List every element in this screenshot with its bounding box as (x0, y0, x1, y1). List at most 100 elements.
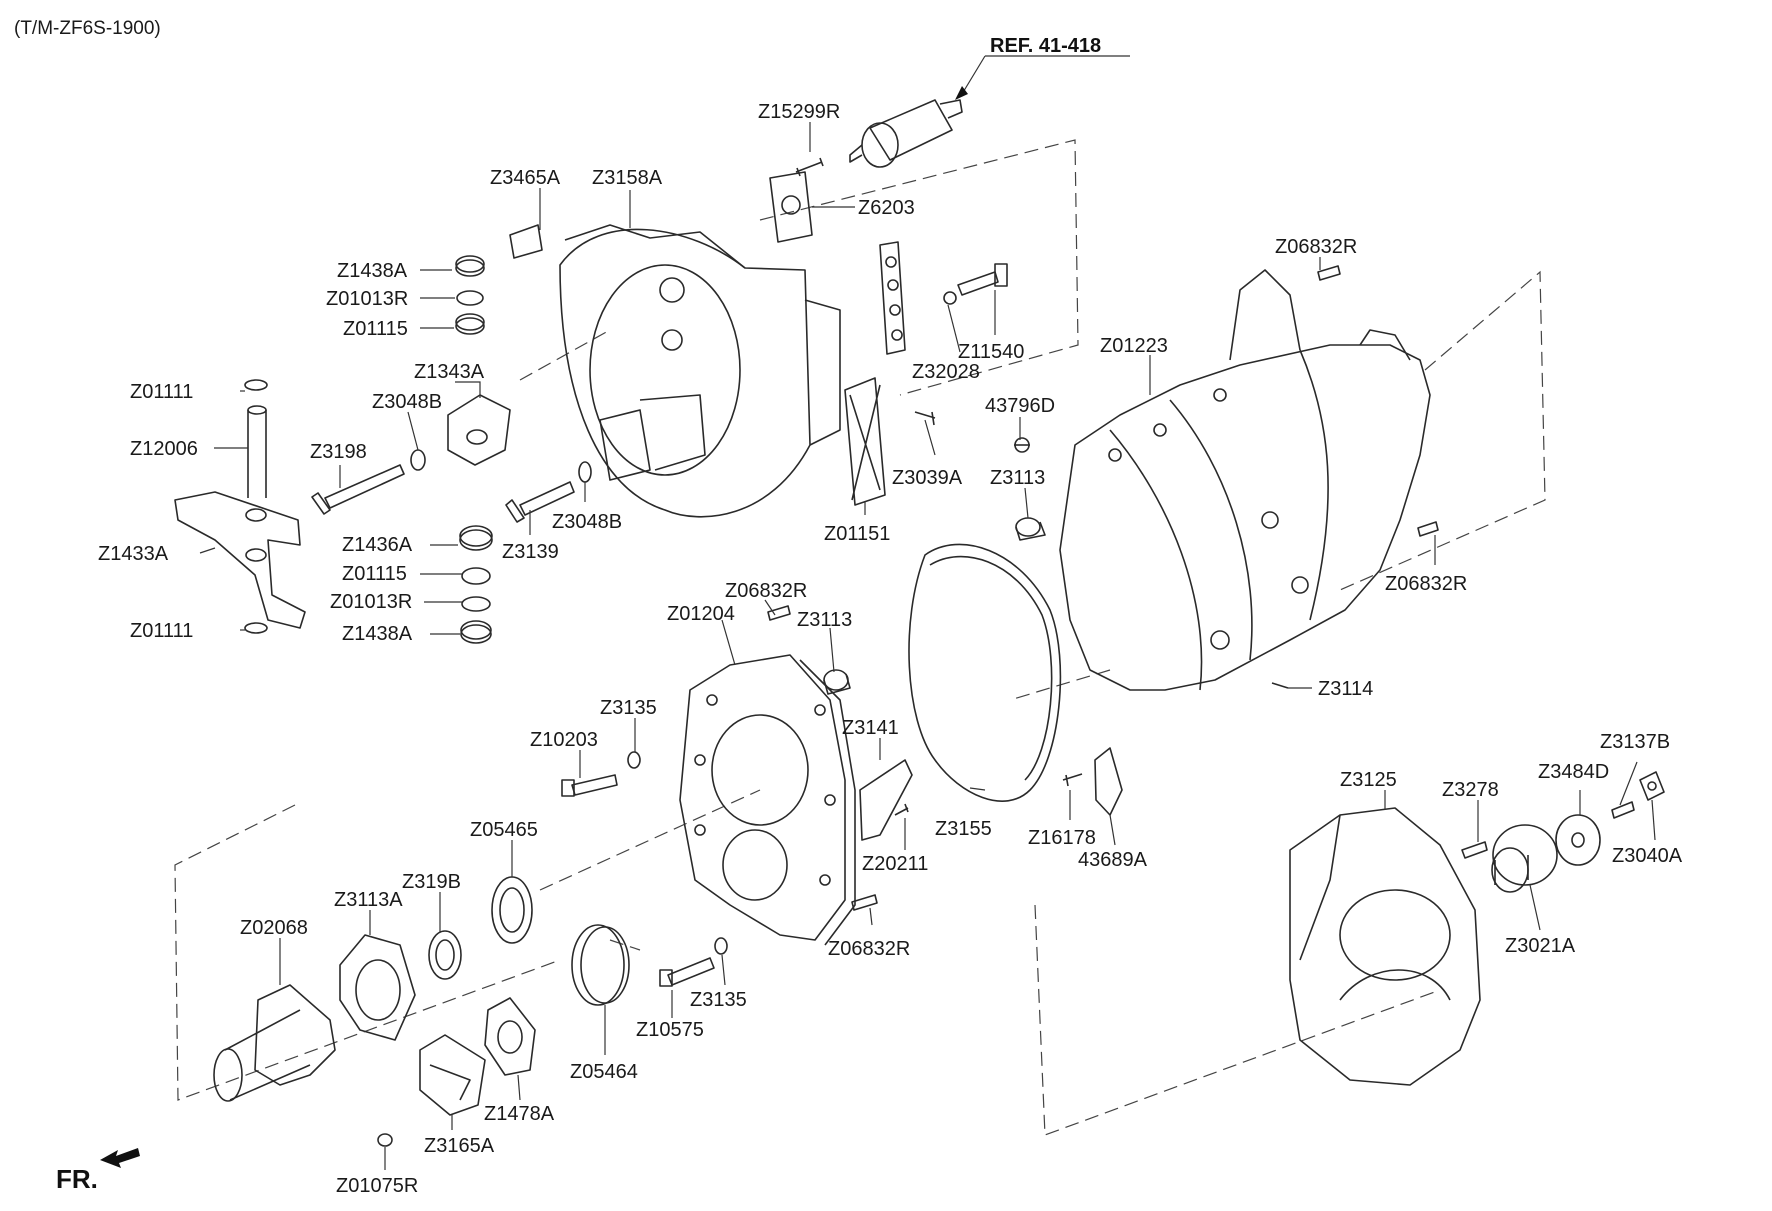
bolt-z3198[interactable] (311, 464, 405, 515)
callout-z15299r[interactable]: Z15299R (758, 101, 840, 123)
seal-z05465[interactable] (491, 876, 533, 944)
callout-z16178[interactable]: Z16178 (1028, 827, 1096, 849)
callout-z3139[interactable]: Z3139 (502, 541, 559, 563)
callout-z20211[interactable]: Z20211 (862, 853, 928, 875)
disc-z3484d[interactable] (1555, 814, 1601, 866)
bolt-z16178[interactable] (1062, 773, 1083, 787)
callout-43796d[interactable]: 43796D (985, 395, 1055, 417)
callout-z06832r-right[interactable]: Z06832R (1385, 573, 1467, 595)
plate-z3040a[interactable] (1639, 771, 1665, 801)
gasket-z1478a[interactable] (484, 997, 536, 1076)
callout-z3135-top[interactable]: Z3135 (600, 697, 657, 719)
callout-z3040a[interactable]: Z3040A (1612, 845, 1683, 867)
flange-z02068[interactable] (213, 984, 336, 1102)
reference-label[interactable]: REF. 41-418 (990, 35, 1101, 57)
callout-z3137b[interactable]: Z3137B (1600, 731, 1670, 753)
bolt-z10575[interactable] (659, 957, 715, 987)
callout-z3165a[interactable]: Z3165A (424, 1135, 495, 1157)
callout-z1438a-top[interactable]: Z1438A (337, 260, 408, 282)
callout-z3114[interactable]: Z3114 (1318, 678, 1373, 700)
callout-z01075r[interactable]: Z01075R (336, 1175, 418, 1197)
callout-z01111-top[interactable]: Z01111 (130, 381, 193, 403)
callout-z6203[interactable]: Z6203 (858, 197, 915, 219)
callout-z01115-top[interactable]: Z01115 (343, 318, 408, 340)
ring-z319b[interactable] (428, 930, 462, 980)
callout-z3113a[interactable]: Z3113A (334, 889, 403, 911)
callout-z3465a[interactable]: Z3465A (490, 167, 561, 189)
shift-fork-z1433a[interactable] (174, 491, 306, 629)
callout-z3278[interactable]: Z3278 (1442, 779, 1499, 801)
plug-43796d[interactable] (1014, 437, 1030, 453)
bolt-z10203[interactable] (561, 774, 618, 797)
callout-z3125[interactable]: Z3125 (1340, 769, 1397, 791)
small-bracket-z3465a[interactable] (509, 224, 543, 259)
callout-z3141[interactable]: Z3141 (842, 717, 899, 739)
callout-z01013r-top[interactable]: Z01013R (326, 288, 408, 310)
callout-z01013r-bottom[interactable]: Z01013R (330, 591, 412, 613)
callout-z02068[interactable]: Z02068 (240, 917, 308, 939)
clutch-housing[interactable] (559, 224, 841, 518)
callout-z01151[interactable]: Z01151 (824, 523, 890, 545)
callout-z3021a[interactable]: Z3021A (1505, 935, 1576, 957)
bush-z3113-mid[interactable] (823, 669, 851, 695)
rear-housing[interactable] (1289, 807, 1481, 1086)
screw-z3114[interactable] (1271, 682, 1289, 689)
bearing-stack-bottom[interactable] (459, 525, 493, 644)
bolt-z15299r[interactable] (795, 157, 824, 177)
flange-z3021a[interactable] (1491, 824, 1558, 893)
bolt-z20211[interactable] (894, 803, 909, 816)
callout-z10575[interactable]: Z10575 (636, 1019, 704, 1041)
bush-z3113-right[interactable] (1015, 517, 1046, 541)
bracket-z1343a[interactable] (447, 394, 511, 466)
pin-z12006[interactable] (244, 379, 268, 634)
callout-z01223[interactable]: Z01223 (1100, 335, 1168, 357)
callout-z3048b-left[interactable]: Z3048B (372, 391, 442, 413)
callout-43689a[interactable]: 43689A (1078, 849, 1148, 871)
callout-z1343a[interactable]: Z1343A (414, 361, 485, 383)
cover-z01151[interactable] (844, 377, 886, 506)
pin-z06832r-right[interactable] (1417, 521, 1439, 537)
bracket-z3141[interactable] (859, 759, 913, 841)
nut-z01075r[interactable] (377, 1133, 393, 1147)
callout-z319b[interactable]: Z319B (402, 871, 461, 893)
callout-z12006[interactable]: Z12006 (130, 438, 198, 460)
bolt-z11540[interactable] (943, 263, 1008, 305)
intermediate-housing[interactable] (679, 654, 856, 946)
gasket-strip[interactable] (879, 241, 906, 355)
bolt-z3137b[interactable] (1611, 801, 1635, 819)
callout-z3484d[interactable]: Z3484D (1538, 761, 1609, 783)
nut-z3135-bottom[interactable] (714, 937, 728, 955)
nut-z3135-top[interactable] (627, 751, 641, 769)
callout-z05465[interactable]: Z05465 (470, 819, 538, 841)
gasket-z3113a[interactable] (339, 934, 416, 1041)
callout-z06832r-top[interactable]: Z06832R (1275, 236, 1357, 258)
callout-z1436a[interactable]: Z1436A (342, 534, 413, 556)
bracket-43689a[interactable] (1094, 747, 1123, 816)
callout-z06832r-bottom[interactable]: Z06832R (828, 938, 910, 960)
gasket-z3155[interactable] (908, 543, 1062, 802)
callout-z05464[interactable]: Z05464 (570, 1061, 638, 1083)
callout-z10203[interactable]: Z10203 (530, 729, 598, 751)
cover-z3165a[interactable] (419, 1034, 486, 1116)
callout-z3113-right[interactable]: Z3113 (990, 467, 1045, 489)
callout-z01111-bottom[interactable]: Z01111 (130, 620, 193, 642)
ring-z05464[interactable] (571, 924, 630, 1006)
callout-z1438a-bottom[interactable]: Z1438A (342, 623, 413, 645)
solenoid-part[interactable] (849, 99, 963, 168)
callout-z3198[interactable]: Z3198 (310, 441, 367, 463)
bolt-z3039a[interactable] (914, 411, 936, 426)
bolt-z3278[interactable] (1461, 841, 1488, 859)
callout-z3135-bottom[interactable]: Z3135 (690, 989, 747, 1011)
callout-z1433a[interactable]: Z1433A (98, 543, 169, 565)
callout-z3113-mid[interactable]: Z3113 (797, 609, 852, 631)
main-housing[interactable] (1059, 269, 1431, 691)
callout-z3039a[interactable]: Z3039A (892, 467, 963, 489)
callout-z3155[interactable]: Z3155 (935, 818, 992, 840)
pin-z06832r-mid[interactable] (767, 605, 791, 621)
plate-z6203[interactable] (769, 171, 813, 243)
reference-callout[interactable]: REF. 41-418 (955, 35, 1130, 100)
callout-z3048b-mid[interactable]: Z3048B (552, 511, 622, 533)
bearing-stack-top[interactable] (455, 255, 485, 335)
pin-z06832r-bottom[interactable] (851, 894, 878, 911)
callout-z3158a[interactable]: Z3158A (592, 167, 663, 189)
